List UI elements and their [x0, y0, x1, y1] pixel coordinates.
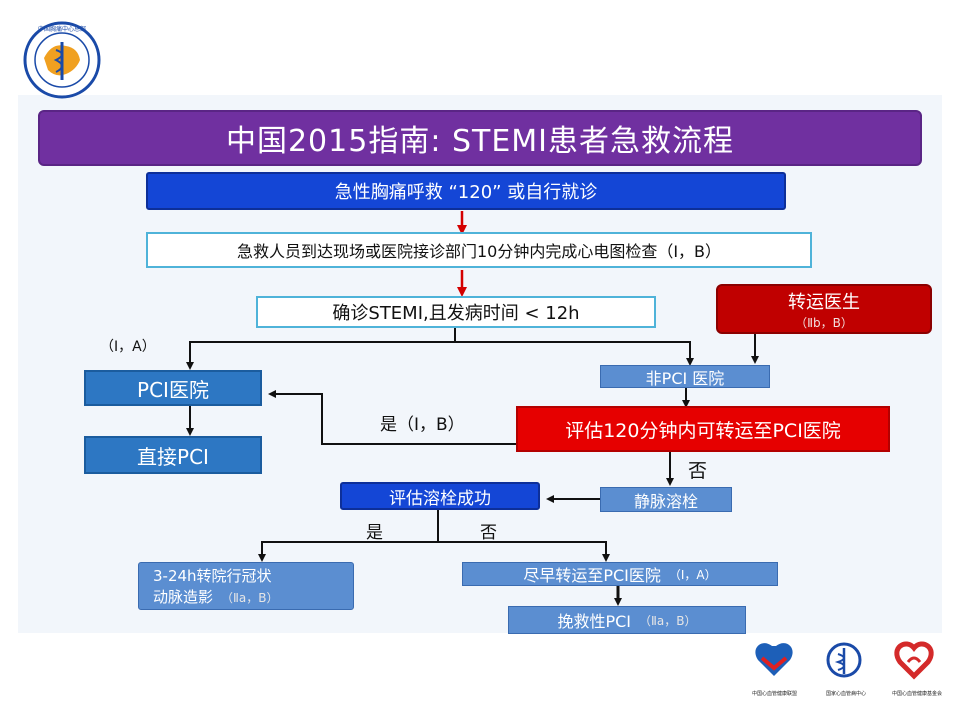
angiography-3-24h: 3-24h转院行冠状 动脉造影 （Ⅱa，B） [138, 562, 354, 610]
transfer-doctor-title: 转运医生 [788, 291, 860, 313]
pci-hospital: PCI医院 [84, 370, 262, 406]
page-title: 中国2015指南: STEMI患者急救流程 [38, 110, 922, 166]
chest-pain-center-logo: 中国胸痛中心总部 [23, 21, 101, 99]
angio-line2: 动脉造影 [153, 588, 214, 606]
label-no-2: 否 [480, 523, 497, 543]
line-thrombo-right [438, 541, 610, 562]
transfer-doctor: 转运医生 （Ⅱb，B） [716, 284, 932, 334]
early-transfer-pci: 尽早转运至PCI医院 （Ⅰ，A） [462, 562, 778, 586]
assess-thrombolysis: 评估溶栓成功 [340, 482, 540, 510]
angio-grade: （Ⅱa，B） [221, 591, 279, 605]
assess-transfer-120min: 评估120分钟内可转运至PCI医院 [516, 406, 890, 452]
line-diagnose-left [186, 341, 455, 370]
angio-line2-wrap: 动脉造影 （Ⅱa，B） [153, 586, 279, 607]
line-assess-yes [268, 390, 516, 445]
label-yes-ib: 是（Ⅰ，B） [380, 415, 465, 435]
step-ecg-10min: 急救人员到达现场或医院接诊部门10分钟内完成心电图检查（Ⅰ，B） [146, 232, 812, 268]
heart-hands-icon [755, 643, 793, 676]
label-grade-ia: （Ⅰ，A） [100, 339, 156, 355]
footer-caption-3: 中国心血管健康基金会 [892, 691, 943, 697]
step-diagnose-stemi: 确诊STEMI,且发病时间 < 12h [256, 296, 656, 328]
rescue-pci: 挽救性PCI （Ⅱa，B） [508, 606, 746, 634]
transfer-doctor-grade: （Ⅱb，B） [795, 315, 853, 330]
footer-logos [755, 641, 934, 680]
logo-text: 中国胸痛中心总部 [38, 25, 86, 33]
line-diagnose-right [455, 341, 694, 366]
early-transfer-text: 尽早转运至PCI医院 [523, 566, 661, 585]
early-transfer-grade: （Ⅰ，A） [668, 567, 717, 582]
angio-line1: 3-24h转院行冠状 [153, 567, 272, 585]
caduceus-icon [826, 642, 862, 678]
rescue-pci-grade: （Ⅱa，B） [639, 613, 697, 628]
line-thrombo-left [258, 541, 438, 562]
label-yes: 是 [366, 523, 383, 543]
footer-caption-2: 国家心血管病中心 [826, 691, 867, 697]
rescue-pci-text: 挽救性PCI [557, 612, 632, 631]
footer-caption-1: 中国心血管健康联盟 [752, 691, 798, 697]
label-no: 否 [688, 460, 708, 482]
step-call-120: 急性胸痛呼救 “120” 或自行就诊 [146, 172, 786, 210]
direct-pci: 直接PCI [84, 436, 262, 474]
iv-thrombolysis: 静脉溶栓 [600, 487, 732, 512]
heart-ribbon-icon [894, 641, 934, 680]
non-pci-hospital: 非PCI 医院 [600, 365, 770, 388]
